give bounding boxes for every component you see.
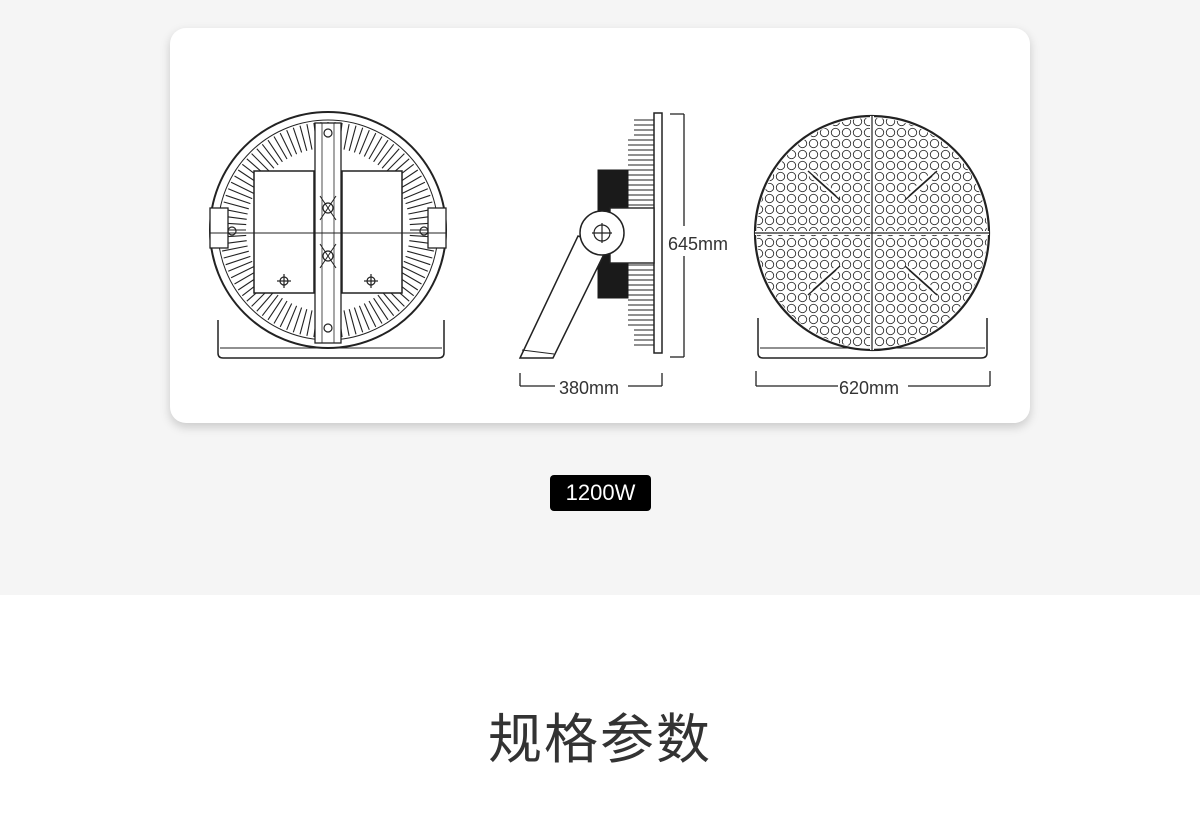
height-dimension-label: 645mm	[668, 234, 728, 254]
heatsink-fin	[401, 265, 426, 279]
heatsink-fin	[286, 129, 298, 155]
power-badge: 1200W	[550, 475, 651, 511]
heatsink-fin	[227, 188, 253, 200]
heatsink-fin	[405, 194, 431, 205]
heatsink-fin	[377, 294, 395, 317]
width-dimension-label: 620mm	[839, 378, 899, 398]
heatsink-fin	[405, 255, 431, 266]
heatsink-fin	[368, 136, 383, 160]
heatsink-fin	[256, 291, 275, 312]
heatsink-fin	[225, 194, 251, 205]
heatsink-fin	[261, 294, 279, 317]
heatsink-fin	[353, 127, 364, 153]
heatsink-fin	[230, 265, 255, 279]
heatsink-fin	[408, 245, 435, 252]
heatsink-fin	[273, 300, 288, 324]
heatsink-fin	[306, 123, 313, 150]
heatsink-fin	[358, 129, 370, 155]
heatsink-fin	[358, 305, 370, 331]
heatsink-fin	[251, 153, 271, 173]
heatsink-fin	[381, 148, 400, 169]
heatsink-fin	[221, 245, 248, 252]
heatsink-fin	[343, 310, 350, 337]
heatsink-fin	[273, 136, 288, 160]
heatsink-fin	[403, 260, 429, 272]
heatsink-fin	[363, 303, 377, 328]
heatsink-fin	[256, 148, 275, 169]
heatsink-fin	[299, 309, 308, 335]
heatsink-fin	[348, 309, 357, 335]
heatsink-fin	[368, 300, 383, 324]
heatsink-fin	[401, 181, 426, 195]
bottom-section	[0, 595, 1200, 832]
heatsink-fin	[267, 297, 283, 321]
heatsink-fin	[306, 310, 313, 337]
heatsink-fin	[223, 201, 249, 210]
heatsink-fin	[292, 307, 303, 333]
front-view-drawing	[209, 111, 447, 359]
heatsink-fin	[407, 201, 433, 210]
heatsink-fin	[279, 303, 293, 328]
heatsink-fin	[403, 188, 429, 200]
heatsink-fin	[343, 123, 350, 150]
heatsink-fin	[385, 153, 405, 173]
dimension-drawing: 645mm 380mm 620mm	[209, 111, 991, 398]
dimension-drawing-card: 645mm 380mm 620mm	[170, 28, 1030, 423]
heatsink-fin	[286, 305, 298, 331]
heatsink-fin	[230, 181, 255, 195]
heatsink-fin	[407, 250, 433, 259]
heatsink-fin	[299, 125, 308, 151]
heatsink-fin	[377, 143, 395, 166]
heatsink-fin	[373, 139, 389, 163]
heatsink-fin	[373, 297, 389, 321]
heatsink-fin	[267, 139, 283, 163]
depth-dimension-label: 380mm	[559, 378, 619, 398]
heatsink-fin	[223, 250, 249, 259]
heatsink-fin	[292, 127, 303, 153]
led-face-view-drawing	[753, 114, 991, 387]
heatsink-fin	[261, 143, 279, 166]
side-view-drawing	[518, 112, 685, 387]
heatsink-fin	[227, 260, 253, 272]
heatsink-fin	[353, 307, 364, 333]
heatsink-fin	[348, 125, 357, 151]
section-title: 规格参数	[488, 708, 712, 771]
heatsink-fin	[279, 132, 293, 157]
heatsink-fin	[363, 132, 377, 157]
heatsink-fin	[381, 291, 400, 312]
heatsink-fin	[225, 255, 251, 266]
